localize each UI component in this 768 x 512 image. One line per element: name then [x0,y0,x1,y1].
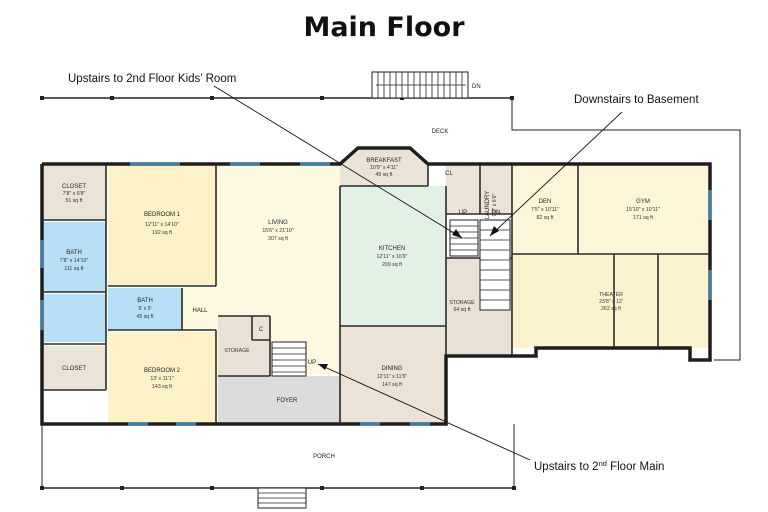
bedroom2-area: 143 sq ft [152,384,172,390]
dining-room [340,326,446,424]
bedroom1-area: 192 sq ft [152,230,172,236]
gym-dim: 15'10" x 10'11" [626,207,660,213]
kitchen-name: KITCHEN [379,246,405,252]
laundry-name: LAUNDRY [485,191,491,220]
den-room [512,164,578,254]
foyer-label: FOYER [277,398,298,404]
theater-room [512,254,710,348]
laundry-area [446,164,512,214]
bedroom1-room [108,164,216,286]
hall-area [182,288,216,330]
den-name: DEN [539,199,552,205]
gym-area: 171 sq ft [633,215,653,221]
bath1-lower [42,294,106,342]
closet1-name: CLOSET [62,184,86,190]
closet-c-label: C [259,327,264,333]
callout-lines [213,85,623,461]
porch-area: PORCH [40,424,516,509]
closet1-dim: 7'8" x 6'8" [63,191,86,197]
kitchen-room [340,186,446,326]
theater-name: THEATER [599,292,623,298]
stair-up-label: UP [459,210,467,216]
bedroom2-room [108,332,216,424]
breakfast-name: BREAKFAST [366,158,402,164]
bedroom1-dim: 12'11" x 14'10" [145,222,179,228]
breakfast-area: 49 sq ft [375,172,393,178]
room-labels: CLOSET 7'8" x 6'8" 51 sq ft BEDROOM 1 12… [60,158,660,404]
living-name: LIVING [268,220,288,226]
callout-kids-room: Upstairs to 2nd Floor Kids’ Room [68,73,236,85]
breakfast-dim: 10'9" x 4'11" [370,165,398,171]
bath1-area: 111 sq ft [64,266,84,272]
page-title: Main Floor [303,12,465,43]
theater-dim: 23'8" x 12' [599,299,623,305]
living-dim: 15'6" x 21'10" [262,228,293,234]
bedroom2-dim: 13' x 11'1" [150,376,173,382]
dining-name: DINING [382,366,403,372]
closet1-room [42,164,106,220]
deck-area: DN DECK [40,71,741,361]
callout-basement: Downstairs to Basement [574,94,699,106]
den-area: 82 sq ft [536,215,554,221]
kitchen-dim: 12'11" x 16'9" [377,254,408,260]
closet1-area: 51 sq ft [65,198,83,204]
dining-area: 147 sq ft [382,382,402,388]
hall-label: HALL [192,308,208,314]
living-area: 307 sq ft [268,236,288,242]
walls [40,146,712,426]
storage-right-area: 64 sq ft [453,307,471,313]
interior-walls [42,164,710,424]
theater-area: 262 sq ft [601,306,621,312]
cl-label: CL [445,171,453,177]
deck-dn-label: DN [472,84,481,90]
bedroom2-name: BEDROOM 2 [144,368,181,374]
callout-main-floor: Upstairs to 2nd Floor Main [534,459,664,473]
bath2-area: 45 sq ft [136,314,154,320]
den-dim: 7'5" x 10'11" [531,207,559,213]
bath1-name: BATH [66,250,82,256]
laundry-dim: 9'0" x 6'6" [492,194,498,217]
storage-right-name: STORAGE [449,300,475,306]
dining-dim: 12'11" x 11'5" [377,374,408,380]
bath2-dim: 9' x 5' [138,306,151,312]
bath2-name: BATH [137,298,153,304]
bedroom1-name: BEDROOM 1 [144,212,181,218]
bath1-room [42,222,106,292]
room-fills [42,148,710,424]
closet-c-room [252,318,270,340]
stairs [271,219,511,377]
deck-label: DECK [432,129,449,135]
kitchen-area: 209 sq ft [382,262,402,268]
closet2-name: CLOSET [62,366,86,372]
bath1-dim: 7'8" x 14'10" [60,258,89,264]
gym-name: GYM [636,199,650,205]
bath2-room [108,288,182,330]
windows [40,162,712,426]
callout-arrowheads [318,226,499,370]
gym-room [578,164,710,254]
storage-left-label: STORAGE [224,348,250,354]
foyer-room [218,376,340,424]
stair-dn-label: DN [492,210,501,216]
porch-label: PORCH [313,454,335,460]
foyer-up-label: UP [308,360,316,366]
closet2-room [42,346,106,390]
